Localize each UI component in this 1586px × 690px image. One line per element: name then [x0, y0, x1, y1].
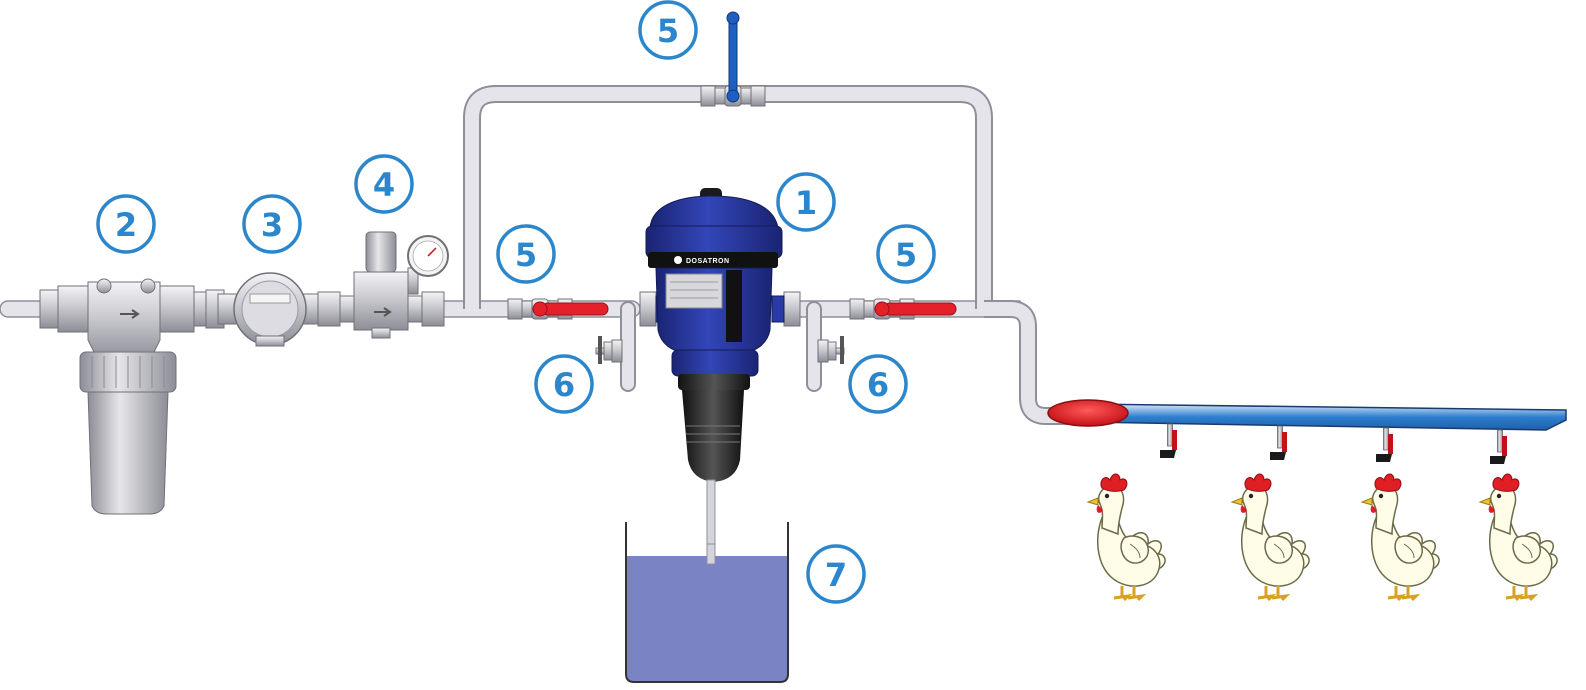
- callout-pressure-regulator: 4: [354, 154, 414, 214]
- callout-label: 5: [515, 236, 537, 274]
- callout-bypass-valve: 5: [638, 0, 698, 60]
- outlet-drain-valve: [817, 336, 845, 364]
- chicken-icon: [1230, 472, 1311, 602]
- callout-label: 5: [895, 236, 917, 274]
- inlet-valve: [507, 298, 609, 320]
- callout-label: 6: [553, 366, 575, 404]
- drinker-nipple: [1159, 423, 1178, 459]
- callout-outlet-drain-valve: 6: [848, 354, 908, 414]
- chicken-icon: [1086, 472, 1167, 602]
- drinker-nipple: [1375, 427, 1394, 463]
- callout-label: 5: [657, 12, 679, 50]
- dosatron: DOSATRON: [639, 188, 801, 557]
- callout-stock-solution-tank: 7: [806, 544, 866, 604]
- chicken-icon: [1360, 472, 1441, 602]
- pressure-regulator: [317, 231, 449, 339]
- filter: [39, 278, 225, 515]
- outlet-pipe: [984, 300, 1080, 425]
- callout-filter: 2: [96, 194, 156, 254]
- drinker-line: [1047, 399, 1567, 465]
- inlet-drain-valve: [595, 336, 623, 364]
- callout-label: 6: [867, 366, 889, 404]
- bypass-valve: [700, 11, 766, 107]
- water-meter: [217, 272, 321, 347]
- drinker-nipple: [1269, 425, 1288, 461]
- callout-label: 1: [795, 184, 817, 222]
- callout-label: 2: [115, 206, 137, 244]
- callout-label: 3: [261, 206, 283, 244]
- callout-outlet-valve: 5: [876, 224, 936, 284]
- drinker-nipple: [1489, 429, 1508, 465]
- chicken-icon: [1478, 472, 1559, 602]
- callout-label: 4: [373, 166, 395, 204]
- outlet-valve: [849, 298, 957, 320]
- callout-water-meter: 3: [242, 194, 302, 254]
- dosatron-brand-label: DOSATRON: [686, 258, 730, 265]
- stock-solution-tank: [625, 522, 789, 683]
- callout-label: 7: [825, 556, 847, 594]
- callout-inlet-valve: 5: [496, 224, 556, 284]
- callout-inlet-drain-valve: 6: [534, 354, 594, 414]
- callout-dosatron: 1: [776, 172, 836, 232]
